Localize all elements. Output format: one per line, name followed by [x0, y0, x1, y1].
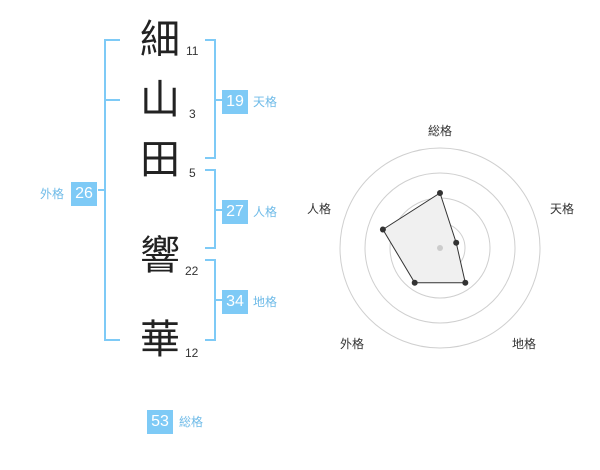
- stroke-count-5: 12: [185, 346, 199, 360]
- radar-point: [453, 239, 460, 246]
- gaikaku-label: 外格: [40, 187, 65, 201]
- name-char-2: 山: [140, 77, 180, 123]
- soukaku-label: 総格: [179, 415, 204, 429]
- jinkaku-value: 27: [222, 200, 248, 224]
- soukaku-value: 53: [147, 410, 173, 434]
- name-char-5: 華: [140, 317, 180, 363]
- chikaku-label: 地格: [253, 295, 278, 309]
- stroke-count-2: 3: [189, 107, 196, 121]
- name-char-3: 田: [140, 137, 180, 183]
- radar-label-soukaku: 総格: [428, 124, 453, 138]
- stroke-count-4: 22: [185, 264, 199, 278]
- radar-point: [411, 279, 418, 286]
- tenkaku-value: 19: [222, 90, 248, 114]
- stroke-count-1: 11: [186, 44, 199, 58]
- radar-ring: [339, 147, 541, 349]
- tenkaku-label: 天格: [253, 95, 278, 109]
- radar-label-jinkaku: 人格: [307, 202, 332, 216]
- radar-label-gaikaku: 外格: [340, 337, 365, 351]
- radar-point: [379, 226, 386, 233]
- radar-point: [462, 279, 469, 286]
- radar-ring: [364, 172, 516, 324]
- jinkaku-label: 人格: [253, 205, 278, 219]
- stroke-count-3: 5: [189, 166, 196, 180]
- chikaku-value: 34: [222, 290, 248, 314]
- radar-label-tenkaku: 天格: [550, 202, 575, 216]
- gaikaku-value: 26: [71, 182, 97, 206]
- radar-label-chikaku: 地格: [512, 337, 537, 351]
- radar-point: [437, 190, 443, 196]
- name-char-4: 響: [140, 233, 180, 279]
- name-char-1: 細: [140, 17, 180, 63]
- radar-center-dot: [437, 245, 443, 251]
- radar-polygon: [382, 192, 466, 284]
